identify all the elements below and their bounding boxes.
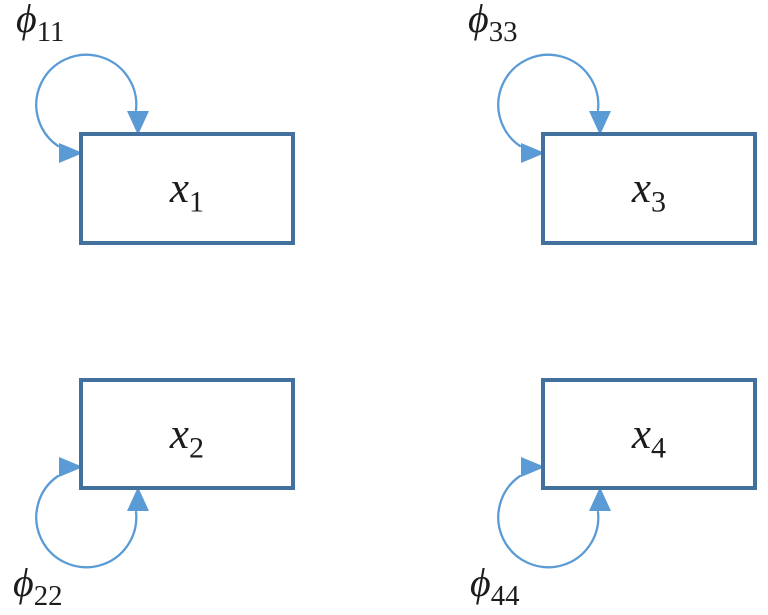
variable-symbol: x (631, 410, 652, 458)
variable-symbol: x (169, 410, 190, 458)
variance-label-x4: ϕ44 (470, 560, 520, 611)
variable-subscript: 4 (651, 430, 667, 465)
arrowhead-up-x4 (589, 487, 611, 511)
phi-subscript: 44 (490, 580, 520, 612)
variable-symbol: x (169, 165, 190, 212)
variance-label-x2: ϕ22 (13, 560, 63, 611)
phi-subscript: 22 (33, 580, 63, 612)
phi-subscript: 11 (36, 16, 65, 48)
variable-label-x2: x2 (169, 410, 204, 463)
variable-subscript: 2 (189, 430, 205, 465)
phi-symbol: ϕ (16, 0, 37, 41)
phi-symbol: ϕ (468, 0, 489, 41)
variable-box-x2: x2 (79, 378, 295, 490)
variance-label-x3: ϕ33 (468, 0, 518, 46)
variable-label-x1: x1 (169, 165, 204, 217)
variable-subscript: 1 (189, 184, 205, 219)
variable-symbol: x (631, 165, 652, 212)
variance-label-x1: ϕ11 (16, 0, 64, 46)
variable-label-x4: x4 (631, 410, 666, 463)
variable-subscript: 3 (651, 184, 667, 219)
variable-label-x3: x3 (631, 165, 666, 217)
variable-box-x3: x3 (541, 132, 757, 245)
variable-box-x1: x1 (79, 132, 295, 245)
variable-box-x4: x4 (541, 378, 757, 490)
arrowhead-up-x2 (127, 487, 149, 511)
phi-symbol: ϕ (470, 560, 491, 605)
phi-subscript: 33 (488, 16, 518, 48)
phi-symbol: ϕ (13, 560, 34, 605)
